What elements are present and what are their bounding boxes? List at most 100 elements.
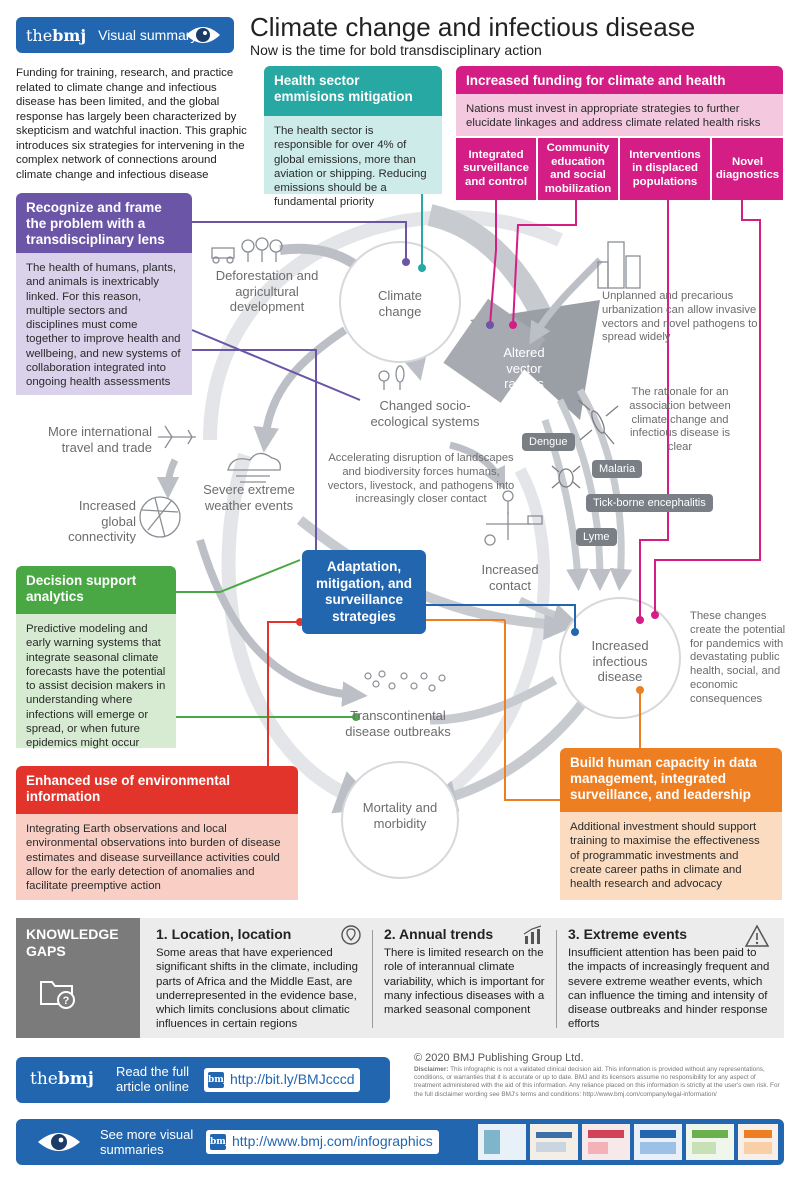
transcontinental-label: Transcontinental disease outbreaks <box>345 708 451 739</box>
gap-location: 1. Location, location Some areas that ha… <box>156 926 366 1032</box>
flow-contact-to-disease <box>518 596 576 626</box>
storm-cloud-icon <box>227 452 281 483</box>
bmj-visual-summary-badge: thebmj Visual summary <box>16 17 234 53</box>
tick-icon <box>551 465 581 489</box>
connector-red <box>267 621 300 766</box>
connector-blue <box>426 604 576 632</box>
funding-item: Interventions in displaced populations <box>620 138 710 200</box>
disease-pill-lyme: Lyme <box>576 528 617 546</box>
flow-outbreaks-to-mortality <box>429 676 558 725</box>
connector-mag-3 <box>639 200 669 620</box>
connector-mag-2 <box>512 200 577 326</box>
city-buildings-icon <box>597 241 641 289</box>
flow-socio-to-contact <box>449 441 506 491</box>
knowledge-gaps-panel <box>16 918 784 1038</box>
gap-title: 1. Location, location <box>156 926 292 942</box>
disease-pill-dengue: Dengue <box>522 433 575 451</box>
warning-triangle-icon <box>744 924 770 947</box>
flow-weather-to-disease <box>296 516 576 640</box>
bar-trend-icon <box>523 925 542 944</box>
gap-body: Insufficient attention has been paid to … <box>568 947 770 1031</box>
climate-change-label: Climate change <box>377 288 423 319</box>
gap-body: There is limited research on the role of… <box>384 947 545 1017</box>
mosquito-icon <box>577 399 619 445</box>
recognize-title: Recognize and frame the problem with a t… <box>16 193 192 253</box>
gap-extreme: 3. Extreme events Insufficient attention… <box>568 926 774 1032</box>
gap-body: Some areas that have experienced signifi… <box>156 947 358 1031</box>
gap-divider <box>556 930 557 1028</box>
section-label: Visual summary <box>98 27 198 43</box>
connector-orange-1 <box>504 620 560 801</box>
decision-support-title: Decision support analytics <box>16 566 176 614</box>
knowledge-gaps-heading: KNOWLEDGE GAPS <box>26 926 119 959</box>
flow-arc-left <box>221 452 382 814</box>
altered-vector-label: Altered vector ranges <box>503 345 545 391</box>
connector-purple-1 <box>192 221 407 262</box>
disease-pill-tick-borne: Tick-borne encephalitis <box>586 494 713 512</box>
pandemics-label: These changes create the potential for p… <box>690 610 786 705</box>
rationale-label: The rationale for an association between… <box>629 386 731 454</box>
mortality-label: Mortality and morbidity <box>362 800 438 831</box>
decision-support-body: Predictive modeling and early warning sy… <box>16 614 176 749</box>
visual-summary-thumbnails[interactable] <box>478 1124 778 1160</box>
see-more-text: See more visual summaries <box>100 1127 194 1157</box>
gap-title: 2. Annual trends <box>384 926 494 942</box>
human-capacity-body: Additional investment should support tra… <box>560 812 782 900</box>
accelerating-label: Accelerating disruption of landscapes an… <box>327 452 515 506</box>
increased-disease-circle <box>559 597 681 719</box>
connector-purple-2 <box>192 349 317 557</box>
bmj-logo: thebmj <box>26 25 87 45</box>
funding-body: Nations must invest in appropriate strat… <box>456 94 783 136</box>
deforestation-icon <box>211 237 283 264</box>
severe-weather-label: Severe extreme weather events <box>203 482 295 513</box>
eye-icon <box>186 27 220 43</box>
copyright: © 2020 BMJ Publishing Group Ltd. <box>414 1052 584 1064</box>
disclaimer-text: This infographic is not a validated clin… <box>414 1066 780 1098</box>
eye-icon <box>38 1133 80 1151</box>
flow-arc-outer <box>203 210 563 441</box>
deforestation-label: Deforestation and agricultural developme… <box>215 268 319 314</box>
read-article-text: Read the full article online <box>116 1064 189 1094</box>
mortality-circle <box>341 761 459 879</box>
travel-label: More international travel and trade <box>47 424 152 455</box>
flow-vector-to-disease-1 <box>556 398 612 592</box>
infographics-url-text[interactable]: http://www.bmj.com/infographics <box>232 1133 433 1149</box>
connectivity-label: Increased global connectivity <box>68 498 136 544</box>
flow-connectivity-to-outbreaks <box>196 538 368 707</box>
funding-item: Novel diagnostics <box>712 138 783 200</box>
climate-change-circle <box>339 241 461 363</box>
connector-green <box>176 559 301 593</box>
socio-ecological-label: Changed socio-ecological systems <box>370 398 480 429</box>
airplane-icon <box>158 425 196 449</box>
bmj-logo: thebmj <box>30 1069 94 1089</box>
funding-item: Integrated surveillance and control <box>456 138 536 200</box>
health-sector-title: Health sector emmisions mitigation <box>264 66 442 116</box>
connector-mag-1 <box>489 200 497 326</box>
contact-icon <box>484 490 543 546</box>
urbanization-label: Unplanned and precarious urbanization ca… <box>602 290 758 344</box>
gap-title: 3. Extreme events <box>568 926 688 942</box>
environmental-info-body: Integrating Earth observations and local… <box>16 814 298 900</box>
altered-vector-band <box>443 298 546 403</box>
intro-text: Funding for training, research, and prac… <box>16 67 247 181</box>
increased-contact-label: Increased contact <box>481 562 539 593</box>
environmental-info-title: Enhanced use of environmental informatio… <box>16 766 298 814</box>
location-pin-icon <box>341 925 361 945</box>
flow-disease-to-mortality <box>424 696 589 812</box>
funding-title: Increased funding for climate and health <box>456 66 783 94</box>
trees-icon <box>378 365 405 390</box>
article-url-text[interactable]: http://bit.ly/BMJcccd <box>230 1071 355 1087</box>
connector-purple-3 <box>191 329 361 401</box>
recognize-body: The health of humans, plants, and animal… <box>16 253 192 395</box>
adaptation-strategies-box: Adaptation, mitigation, and surveillance… <box>302 550 426 634</box>
disease-pill-malaria: Malaria <box>592 460 643 478</box>
funding-item: Community education and social mobilizat… <box>538 138 618 200</box>
flow-arc-right <box>446 467 550 795</box>
gap-divider <box>372 930 373 1028</box>
svg-text:?: ? <box>63 995 70 1007</box>
flow-climate-to-weather <box>253 326 348 453</box>
page-subtitle: Now is the time for bold transdisciplina… <box>250 42 542 58</box>
